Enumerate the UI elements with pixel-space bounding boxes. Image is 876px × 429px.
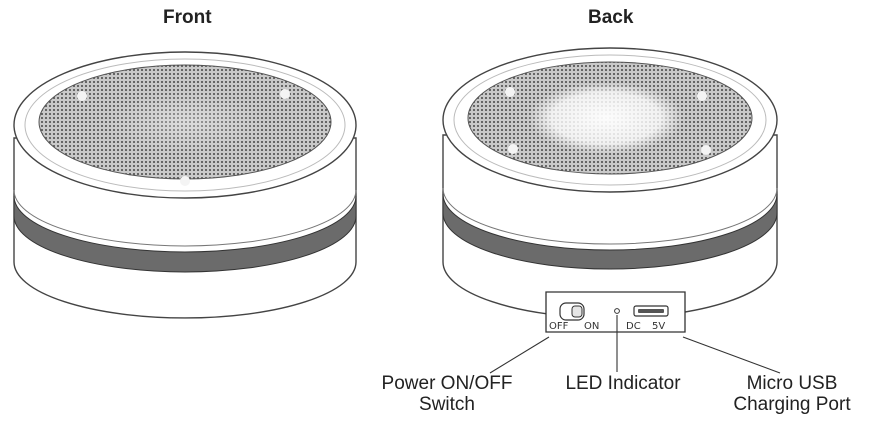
power-switch	[559, 302, 585, 321]
panel-5v-label: 5V	[652, 321, 665, 332]
back-center-cap	[528, 82, 684, 154]
power-switch-callout: Power ON/OFF Switch	[362, 373, 532, 415]
usb-leader-line	[682, 336, 781, 374]
power-leader-line	[489, 336, 550, 374]
micro-usb-callout-line2: Charging Port	[733, 394, 851, 415]
micro-usb-callout-line1: Micro USB	[746, 373, 838, 394]
back-speaker: OFF ON DC 5V	[442, 47, 781, 374]
panel-off-label: OFF	[549, 321, 569, 332]
panel-on-label: ON	[584, 321, 599, 332]
front-band	[13, 195, 357, 273]
front-speaker	[13, 51, 357, 319]
micro-usb-callout: Micro USB Charging Port	[712, 373, 872, 415]
front-title: Front	[163, 7, 212, 28]
power-switch-callout-line1: Power ON/OFF	[381, 373, 513, 394]
led-indicator-callout: LED Indicator	[565, 373, 681, 394]
control-panel: OFF ON DC 5V	[545, 291, 686, 333]
led-indicator	[614, 308, 620, 314]
power-switch-callout-line2: Switch	[419, 394, 475, 415]
micro-usb-port	[633, 305, 669, 317]
panel-dc-label: DC	[626, 321, 641, 332]
back-title: Back	[588, 7, 634, 28]
back-band	[442, 193, 778, 270]
